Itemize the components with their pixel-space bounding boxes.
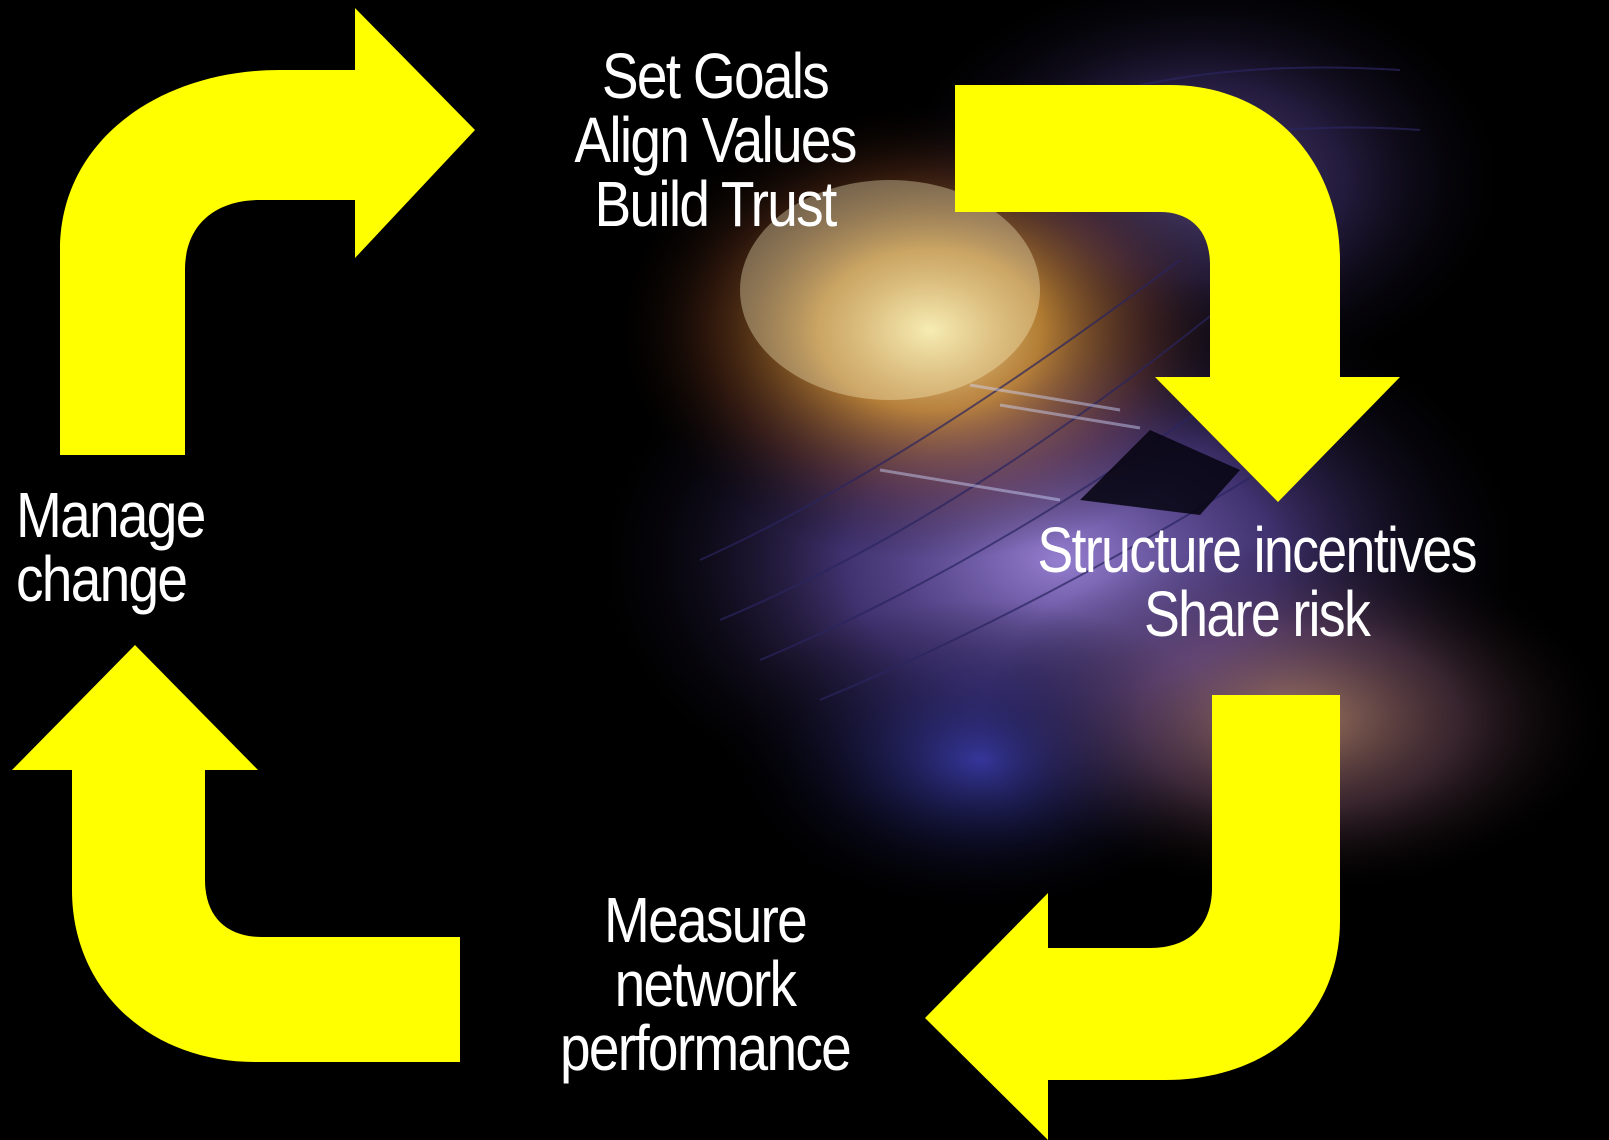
stage-structure-incentives: Structure incentives Share risk bbox=[950, 518, 1563, 646]
stage-left-line-2: change bbox=[16, 543, 188, 615]
stage-top-line-3: Build Trust bbox=[594, 168, 837, 240]
arrow-top-left-icon bbox=[60, 8, 475, 455]
stage-manage-change: Manage change bbox=[16, 483, 274, 611]
arrow-top-right-icon bbox=[955, 85, 1400, 502]
stage-top-line-2: Align Values bbox=[574, 104, 857, 176]
stage-bottom-line-1: Measure bbox=[603, 884, 808, 956]
stage-left-line-1: Manage bbox=[16, 479, 206, 551]
stage-right-line-2: Share risk bbox=[1144, 578, 1371, 650]
stage-bottom-line-2: network bbox=[614, 948, 797, 1020]
stage-measure-performance: Measure network performance bbox=[503, 888, 907, 1080]
stage-set-goals: Set Goals Align Values Build Trust bbox=[513, 44, 917, 236]
stage-bottom-line-3: performance bbox=[559, 1012, 852, 1084]
stage-top-line-1: Set Goals bbox=[601, 40, 830, 112]
stage-right-line-1: Structure incentives bbox=[1037, 514, 1477, 586]
arrow-bottom-right-icon bbox=[925, 695, 1340, 1140]
arrow-bottom-left-icon bbox=[12, 645, 460, 1062]
